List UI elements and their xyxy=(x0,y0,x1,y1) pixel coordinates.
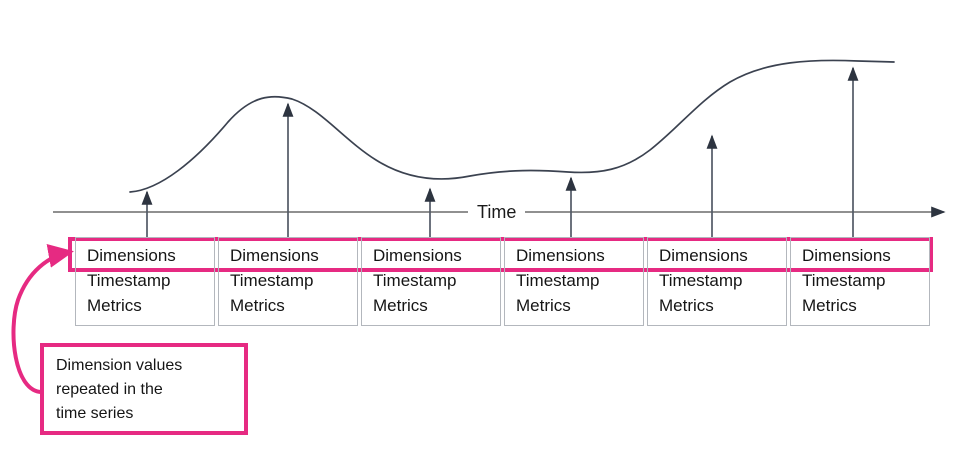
record-field-dimensions: Dimensions xyxy=(87,246,176,265)
record-field-timestamp: Timestamp xyxy=(659,271,743,290)
record-field-timestamp: Timestamp xyxy=(802,271,886,290)
callout-line-2: repeated in the xyxy=(56,381,163,398)
record-field-timestamp: Timestamp xyxy=(230,271,314,290)
callout-connector-arrow xyxy=(11,244,74,394)
record-field-dimensions: Dimensions xyxy=(516,246,605,265)
record-box-3[interactable]: Dimensions Timestamp Metrics xyxy=(361,237,501,326)
record-field-timestamp: Timestamp xyxy=(516,271,600,290)
record-field-dimensions: Dimensions xyxy=(802,246,891,265)
record-field-dimensions: Dimensions xyxy=(230,246,319,265)
record-box-1[interactable]: Dimensions Timestamp Metrics xyxy=(75,237,215,326)
record-field-dimensions: Dimensions xyxy=(659,246,748,265)
record-field-metrics: Metrics xyxy=(516,296,571,315)
record-field-dimensions: Dimensions xyxy=(373,246,462,265)
record-field-metrics: Metrics xyxy=(373,296,428,315)
record-field-timestamp: Timestamp xyxy=(87,271,171,290)
callout-line-1: Dimension values xyxy=(56,357,183,374)
time-series-curve xyxy=(129,59,895,193)
record-field-metrics: Metrics xyxy=(230,296,285,315)
record-box-6[interactable]: Dimensions Timestamp Metrics xyxy=(790,237,930,326)
record-box-2[interactable]: Dimensions Timestamp Metrics xyxy=(218,237,358,326)
record-field-metrics: Metrics xyxy=(802,296,857,315)
record-field-timestamp: Timestamp xyxy=(373,271,457,290)
record-box-4[interactable]: Dimensions Timestamp Metrics xyxy=(504,237,644,326)
callout-line-3: time series xyxy=(56,405,134,422)
axis-label-time: Time xyxy=(468,202,526,222)
record-field-metrics: Metrics xyxy=(659,296,714,315)
record-field-metrics: Metrics xyxy=(87,296,142,315)
callout-annotation-box[interactable]: Dimension values repeated in the time se… xyxy=(40,343,248,435)
record-box-5[interactable]: Dimensions Timestamp Metrics xyxy=(647,237,787,326)
